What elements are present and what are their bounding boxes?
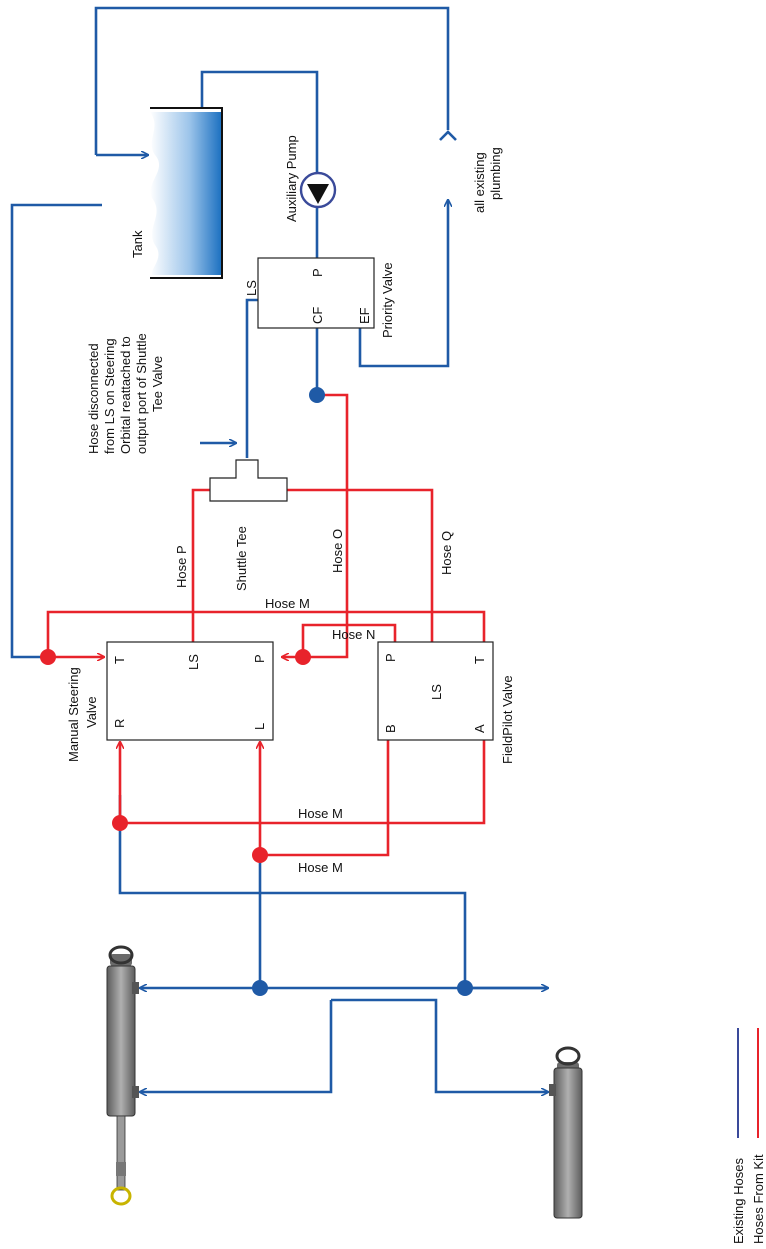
manual-port-r: R [112,719,127,728]
shuttle-tee-icon [209,459,288,502]
hydraulic-cylinder-icon [549,1046,583,1219]
priority-port-ef: EF [357,307,372,324]
existing-hoses [10,6,548,1092]
hose-m-low [260,740,390,857]
junction-dot-icon [252,980,268,996]
hose-q-label: Hose Q [439,531,454,575]
hydraulic-cylinder-right [549,1046,583,1219]
shuttle-tee-label: Shuttle Tee [234,526,249,591]
priority-port-ls: LS [244,280,259,296]
fieldpilot-port-p: P [383,653,398,662]
manual-steering-valve-box [106,641,274,741]
priority-valve: LS P CF EF Priority Valve [244,257,395,338]
hose-m-low-label: Hose M [298,860,343,875]
r-to-cylinder-hose [118,795,467,988]
junction-dot-icon [457,980,473,996]
manual-steering-label-1: Manual Steering [66,667,81,762]
fieldpilot-valve-label: FieldPilot Valve [500,675,515,764]
all-existing-label: all existing [472,152,487,213]
legend-existing-label: Existing Hoses [731,1158,746,1244]
manual-port-ls: LS [186,654,201,670]
tank-return-left-hose [10,203,102,659]
tank-outline [150,107,223,279]
cylinder-cross-hose-bottom-right [331,998,548,1092]
hose-m-mid-label: Hose M [298,806,343,821]
hose-p [191,488,210,642]
junction-dot-icon [295,649,311,665]
cylinder-cross-hose-bottom-left [140,1000,333,1092]
manual-port-p: P [252,654,267,663]
priority-valve-box [257,257,375,329]
hose-note-line-1: Hose disconnected [86,343,101,454]
fieldpilot-port-b: B [383,724,398,733]
tank-label: Tank [130,230,145,258]
ls-to-shuttle-hose [245,298,258,458]
auxiliary-pump: Auxiliary Pump [284,135,337,222]
hose-note-line-4: output port of Shuttle [134,333,149,454]
hose-n [301,623,397,657]
fieldpilot-port-a: A [472,724,487,733]
manual-steering-valve: T LS P R L Manual Steering Valve [66,641,274,762]
shuttle-tee: Shuttle Tee [209,459,288,591]
ef-to-plumbing-hose [358,200,448,368]
fieldpilot-valve: P T LS B A FieldPilot Valve [377,641,515,764]
junction-dot-icon [40,649,56,665]
junction-dot-icon [112,815,128,831]
priority-port-p: P [310,268,325,277]
legend: Existing Hoses Hoses From Kit [731,1028,766,1244]
tank: Tank [130,107,223,279]
existing-plumbing-return-hose [94,6,450,155]
hose-note-line-3: Orbital reattached to [118,336,133,454]
hydraulic-cylinder-icon [106,945,139,1206]
manual-steering-label-2: Valve [84,696,99,728]
auxiliary-pump-label: Auxiliary Pump [284,135,299,222]
hose-o-label: Hose O [330,529,345,573]
kit-hoses [46,393,486,857]
hose-p-label: Hose P [174,545,189,588]
priority-valve-label: Priority Valve [380,262,395,338]
manual-port-t: T [112,656,127,664]
hose-note: Hose disconnected from LS on Steering Or… [86,333,165,454]
hose-m-top [46,610,486,657]
priority-port-cf: CF [310,307,325,324]
existing-plumbing-note: all existing plumbing [439,130,503,213]
manual-port-l: L [252,723,267,730]
plumbing-label: plumbing [488,147,503,200]
hose-note-line-5: Tee Valve [150,356,165,412]
tank-to-pump-hose [200,70,319,258]
hydraulic-cylinder-left [106,945,139,1206]
fieldpilot-valve-box [377,641,494,741]
legend-kit-label: Hoses From Kit [751,1154,766,1244]
tank-icon [150,112,222,275]
fieldpilot-port-t: T [472,656,487,664]
junction-dot-icon [252,847,268,863]
hose-m-mid [120,740,486,825]
junction-dot-icon [309,387,325,403]
pump-arrow-icon [307,184,329,204]
plumbing-arrow-icon [439,130,457,141]
hose-n-label: Hose N [332,627,375,642]
hose-note-line-2: from LS on Steering [102,338,117,454]
junctions [40,387,473,996]
hose-q [287,488,434,678]
hose-o [303,393,349,659]
fieldpilot-port-ls: LS [429,684,444,700]
hose-m-top-label: Hose M [265,596,310,611]
